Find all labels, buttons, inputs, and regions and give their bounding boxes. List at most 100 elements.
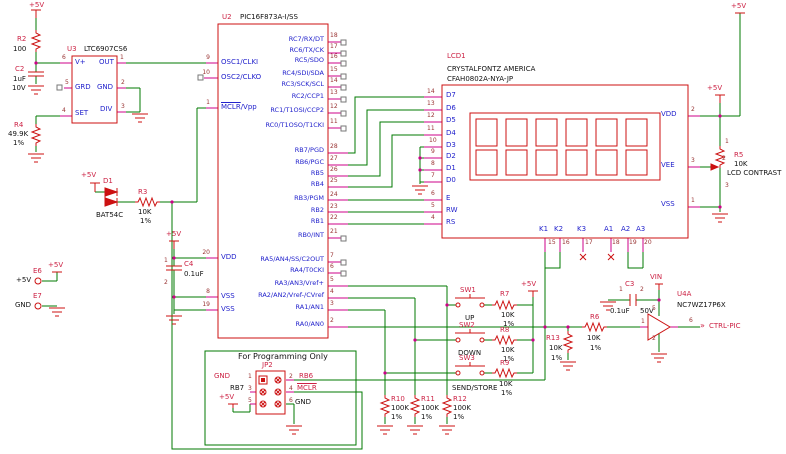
resistor-r2[interactable] — [31, 29, 41, 53]
wire-5v-r2-c2 — [35, 18, 60, 84]
r5-pin2: 2 — [722, 155, 726, 162]
r13-value: 10K — [549, 344, 563, 352]
lcd-bpin-name: A1 — [604, 225, 614, 233]
terminal-e7[interactable] — [34, 302, 42, 310]
u2-body[interactable] — [217, 23, 329, 339]
programming-note-box — [204, 350, 357, 446]
c3-pin2: 2 — [640, 286, 644, 293]
u2-rpin-name: RA3/AN3/Vref+ — [274, 279, 324, 287]
e7-label: GND — [15, 301, 32, 309]
u2-rpin-num: 2 — [330, 317, 334, 324]
lcd-bpin-num: 20 — [644, 239, 652, 246]
wire-lcd-power — [700, 13, 741, 212]
u2-rpin-num: 7 — [330, 252, 334, 259]
u3-part: LTC6907CS6 — [84, 45, 128, 53]
vin-label: VIN — [650, 273, 663, 281]
ground-symbols — [27, 85, 729, 435]
u3-pin-num: 6 — [62, 54, 66, 61]
u2-rpin-name: RC7/RX/DT — [288, 35, 324, 43]
e6-label: +5V — [16, 276, 32, 284]
lcd-bpin-num: 17 — [585, 239, 593, 246]
u3-body[interactable] — [71, 55, 118, 124]
r4-tol: 1% — [13, 139, 25, 147]
capacitor-c2[interactable] — [28, 71, 44, 77]
u3-pin-div: DIV — [100, 105, 113, 113]
diode-d1[interactable] — [104, 187, 119, 207]
u3-ref: U3 — [67, 45, 77, 53]
u4-pin-in: 1 — [641, 318, 645, 325]
u2-lpin-num: 1 — [206, 99, 210, 106]
lcd-rpin-num: 1 — [691, 197, 695, 204]
u2-rpin-num: 12 — [330, 103, 338, 110]
u2-lpin-name: VSS — [221, 305, 235, 313]
r6-value: 10K — [587, 334, 601, 342]
lcd-bpin-name: K3 — [577, 225, 587, 233]
c2-ref: C2 — [15, 65, 25, 73]
r5-label: LCD CONTRAST — [727, 169, 782, 177]
jp2-body[interactable] — [255, 370, 286, 415]
jp2-pins[interactable] — [258, 375, 282, 408]
lcd-lpin-num: 10 — [429, 137, 437, 144]
lcd-lpin-name: RS — [446, 218, 456, 226]
lcd-lpin-num: 6 — [431, 190, 435, 197]
terminal-e6[interactable] — [34, 277, 42, 285]
u2-rpin-name: RA0/AN0 — [295, 320, 324, 328]
programming-note: For Programming Only — [238, 352, 328, 361]
resistor-r3[interactable] — [134, 197, 161, 207]
u2-rpin-num: 13 — [330, 89, 338, 96]
buffer-u4a[interactable] — [647, 313, 671, 341]
capacitor-c3[interactable] — [629, 294, 637, 306]
u2-lpin-num: 9 — [206, 54, 210, 61]
lcd-part: CFAH0802A-NYA-JP — [447, 75, 514, 83]
ctrl-pic-arrow-icon: » — [700, 321, 705, 330]
r7-value: 10K — [501, 311, 515, 319]
lcd-body[interactable] — [441, 84, 689, 239]
lcd-lpin-name: D6 — [446, 104, 456, 112]
resistor-r4[interactable] — [31, 123, 41, 147]
r7-ref: R7 — [500, 290, 510, 298]
r10-value: 100K — [391, 404, 409, 412]
u2-rpin-name: RC2/CCP1 — [291, 92, 324, 100]
sw2-ref: SW2 — [459, 321, 475, 329]
u2-rpin-name: RB1 — [310, 217, 324, 225]
resistor-r7[interactable] — [491, 300, 518, 310]
c3-volt: 50V — [640, 307, 654, 315]
lcd-rpin-name: VDD — [661, 110, 677, 118]
resistor-r12[interactable] — [442, 394, 452, 418]
r11-value: 100K — [421, 404, 439, 412]
jp2-num: 2 — [289, 373, 293, 380]
r13-tol: 1% — [551, 354, 563, 362]
u3-pin-gnd: GND — [97, 83, 114, 91]
resistor-r13[interactable] — [563, 330, 573, 354]
wire-rb-lcd — [348, 96, 424, 225]
capacitor-c4[interactable] — [166, 265, 182, 271]
wire-jp2-power — [232, 403, 295, 424]
resistor-r6[interactable] — [581, 322, 608, 332]
u4-pin-out: 6 — [689, 317, 693, 324]
p5v-label-e6: +5V — [48, 261, 64, 269]
resistor-r11[interactable] — [410, 394, 420, 418]
r6-tol: 1% — [590, 344, 602, 352]
pot-wiper-arrow — [710, 163, 720, 171]
u2-rpin-name: RC6/TX/CK — [289, 46, 324, 54]
u2-rpin-num: 22 — [330, 214, 338, 221]
u2-rpin-num: 25 — [330, 177, 338, 184]
resistor-r10[interactable] — [380, 394, 390, 418]
r12-ref: R12 — [453, 395, 467, 403]
switch-sw1[interactable] — [455, 294, 485, 308]
lcd-bpin-name: A3 — [636, 225, 646, 233]
resistor-r9[interactable] — [491, 368, 518, 378]
switch-sw3[interactable] — [455, 362, 485, 376]
lcd-lpin-name: D7 — [446, 91, 456, 99]
lcd-lpin-num: 13 — [427, 100, 435, 107]
r3-tol: 1% — [140, 217, 152, 225]
u2-rpin-name: RB0/INT — [297, 231, 324, 239]
u2-rpin-num: 16 — [330, 53, 338, 60]
switch-sw2[interactable] — [455, 329, 485, 343]
r3-value: 10K — [138, 208, 152, 216]
resistor-r8[interactable] — [491, 335, 518, 345]
u2-rpin-num: 15 — [330, 66, 338, 73]
u2-rpin-num: 24 — [330, 191, 338, 198]
wire-pulldowns — [384, 417, 448, 424]
lcd-lpin-num: 8 — [431, 160, 435, 167]
